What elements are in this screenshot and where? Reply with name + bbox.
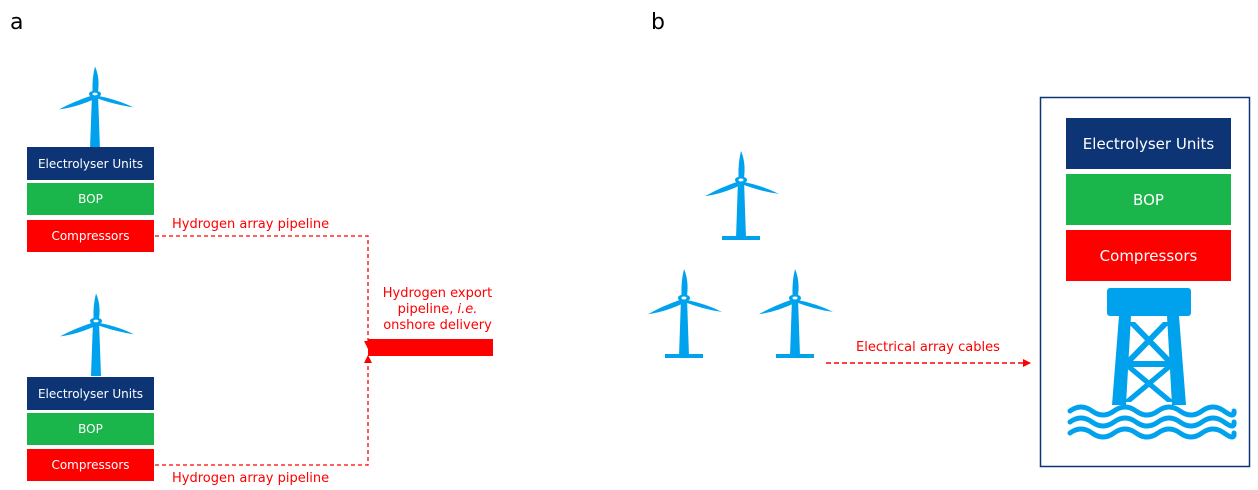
export-pipeline-bar xyxy=(368,339,493,356)
waves-icon xyxy=(1067,404,1237,440)
hydrogen-array-pipeline-bottom xyxy=(155,355,372,466)
electrical-array-cables-label: Electrical array cables xyxy=(856,340,1000,355)
bop-box: BOP xyxy=(27,183,154,215)
panel-a-letter: a xyxy=(10,10,24,35)
pipeline-label-top: Hydrogen array pipeline xyxy=(172,217,330,232)
electrolyser-units-box: Electrolyser Units xyxy=(1066,118,1231,169)
compressors-box: Compressors xyxy=(1066,230,1231,281)
export-label-line1: Hydrogen export xyxy=(382,286,493,301)
electrolyser-units-box: Electrolyser Units xyxy=(27,147,154,180)
bop-box: BOP xyxy=(27,413,154,445)
wind-turbine-icon xyxy=(705,151,779,240)
electrolyser-units-box: Electrolyser Units xyxy=(27,377,154,410)
export-pipeline-label: Hydrogen export pipeline, i.e. onshore d… xyxy=(370,286,505,334)
wind-turbine-icon xyxy=(759,269,833,358)
export-label-ie: i.e. xyxy=(457,302,478,317)
hydrogen-array-pipeline-top xyxy=(155,235,372,349)
wind-turbine-icon xyxy=(60,293,134,376)
offshore-platform-icon xyxy=(1107,288,1191,405)
offshore-platform-frame xyxy=(1039,96,1251,468)
panel-b-letter: b xyxy=(651,10,665,35)
bop-box: BOP xyxy=(1066,174,1231,225)
compressors-box: Compressors xyxy=(27,220,154,252)
export-label-line3: onshore delivery xyxy=(383,318,492,333)
wind-turbine-icon xyxy=(648,269,722,358)
export-label-line2: pipeline, i.e. xyxy=(370,302,505,318)
export-label-line2-text: pipeline, xyxy=(397,302,458,317)
wind-turbine-icon xyxy=(59,66,133,149)
pipeline-label-bottom: Hydrogen array pipeline xyxy=(172,471,330,486)
compressors-box: Compressors xyxy=(27,449,154,481)
